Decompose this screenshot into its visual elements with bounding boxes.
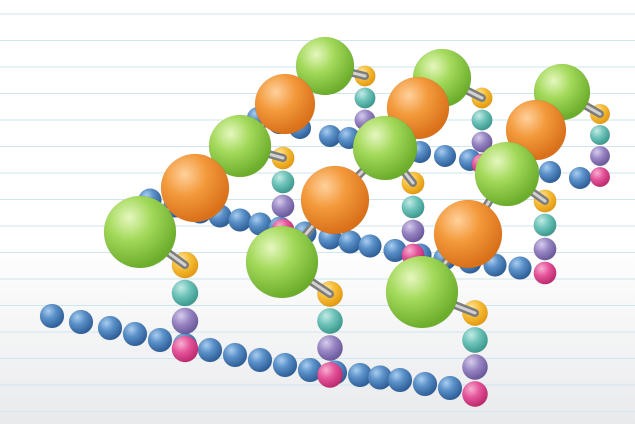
backbone-bead (387, 367, 413, 393)
backbone-bead (433, 144, 457, 168)
pendant-bead-teal (171, 279, 199, 307)
backbone-bead (318, 124, 342, 148)
pendant-bead-teal (471, 109, 493, 131)
pendant-bead-teal (462, 327, 488, 353)
backbone-bead (272, 352, 298, 378)
pendant-bead-pink (533, 261, 557, 285)
backbone-bead (247, 347, 273, 373)
backbone-bead (568, 166, 592, 190)
backbone-bead (228, 208, 252, 232)
pendant-bead-teal (589, 124, 611, 146)
pendant-bead-purple (462, 354, 488, 380)
orange-sphere (433, 199, 503, 269)
pendant-bead-teal (317, 308, 343, 334)
green-sphere (474, 141, 540, 207)
backbone-bead (39, 303, 65, 329)
pendant-bead-pink (462, 381, 488, 407)
pendant-bead-purple (533, 237, 557, 261)
backbone-bead (222, 342, 248, 368)
pendant-bead-purple (589, 145, 611, 167)
backbone-bead (338, 230, 362, 254)
orange-sphere (254, 73, 316, 135)
backbone-bead (122, 321, 148, 347)
side-group-spheres (103, 36, 591, 329)
pendant-bead-purple (171, 307, 199, 335)
green-sphere (103, 195, 177, 269)
pendant-bead-purple (401, 219, 425, 243)
backbone-bead (358, 234, 382, 258)
backbone-bead (68, 309, 94, 335)
backbone-bead (412, 371, 438, 397)
orange-sphere (300, 165, 370, 235)
pendant-bead-pink (317, 362, 343, 388)
green-sphere (352, 115, 418, 181)
pendant-bead-purple (317, 335, 343, 361)
backbone-bead (147, 327, 173, 353)
pendant-bead-teal (271, 170, 295, 194)
green-sphere (385, 255, 459, 329)
pendant-bead-purple (271, 194, 295, 218)
orange-sphere (505, 99, 567, 161)
orange-sphere (160, 153, 230, 223)
backbone-bead (437, 375, 463, 401)
pendant-bead-teal (401, 195, 425, 219)
pendant-bead-teal (533, 213, 557, 237)
backbone-bead (538, 160, 562, 184)
pendant-bead-purple (471, 131, 493, 153)
backbone-bead (97, 315, 123, 341)
green-sphere (208, 114, 272, 178)
backbone-bead (197, 337, 223, 363)
pendant-bead-pink (171, 335, 199, 363)
pendant-bead-teal (354, 87, 376, 109)
green-sphere (245, 225, 319, 299)
green-sphere (295, 36, 355, 96)
pendant-bead-pink (589, 166, 611, 188)
backbone-bead (508, 256, 532, 280)
